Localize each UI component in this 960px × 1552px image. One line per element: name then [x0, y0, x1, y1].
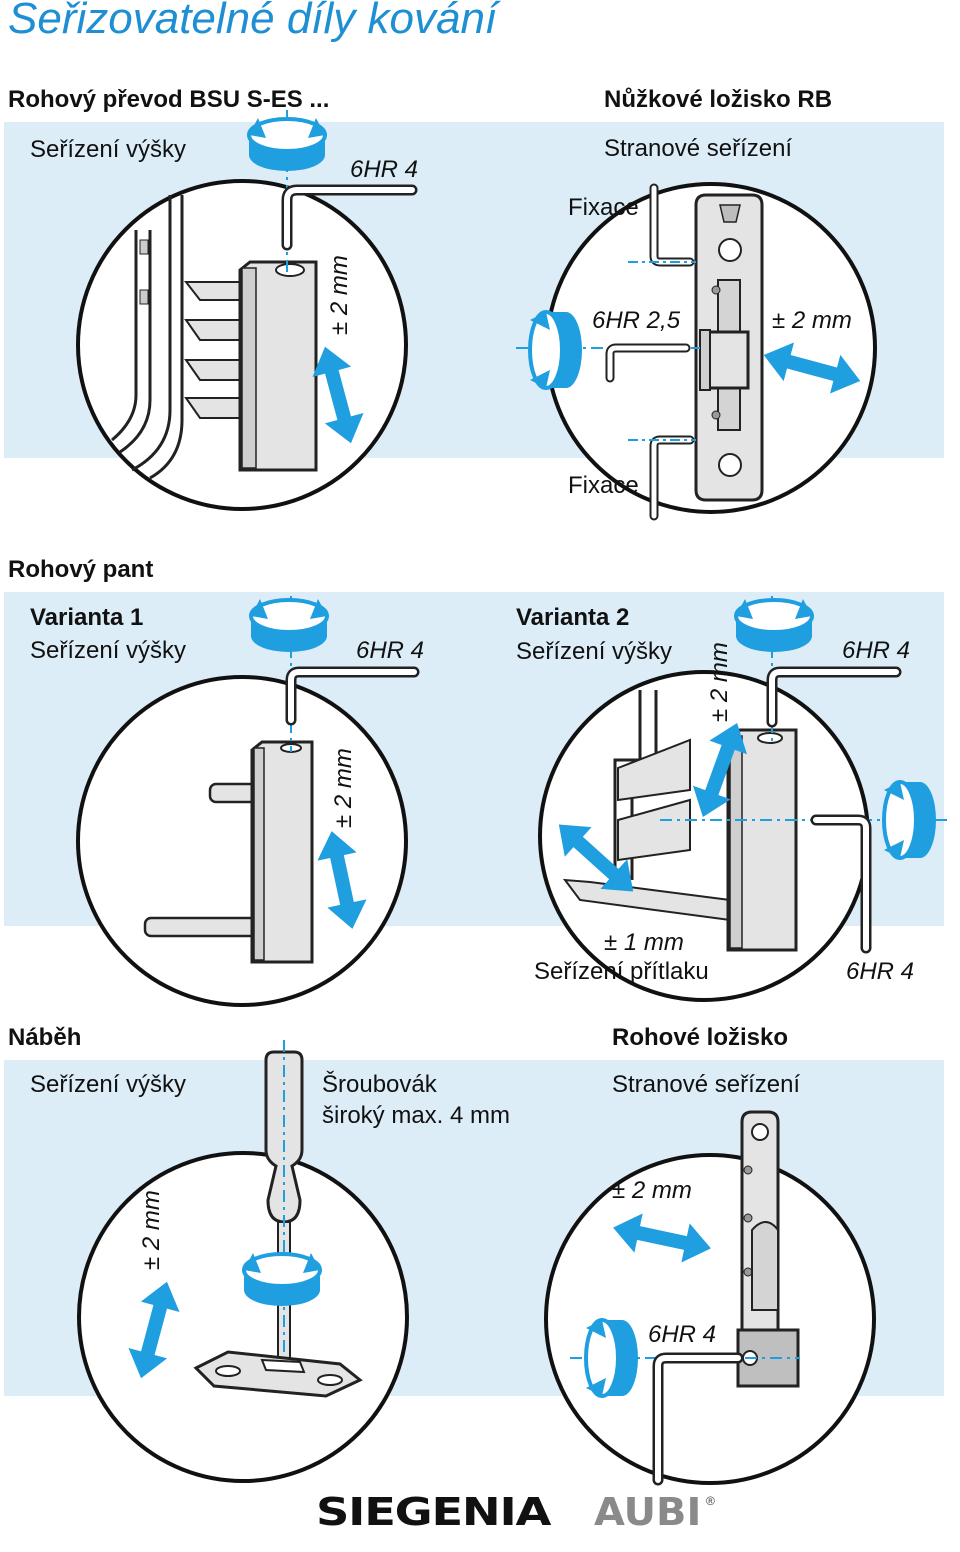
- logo-registered: ®: [706, 1494, 715, 1508]
- siegenia-aubi-logo: SIEGENIA AUBI ®: [316, 1490, 736, 1550]
- variant1-tool-label: 6HR 4: [356, 637, 425, 664]
- rb-adjust-label: Stranové seřízení: [604, 135, 793, 162]
- ramp-tool-line2: široký max. 4 mm: [322, 1102, 511, 1129]
- variant2-pressure-range: ± 1 mm: [604, 929, 684, 956]
- variant1-adjust-label: Seřízení výšky: [30, 637, 187, 664]
- corner-bearing-heading: Rohové ložisko: [612, 1024, 789, 1051]
- corner-hinge-heading: Rohový pant: [8, 556, 154, 583]
- bsu-adjust-label: Seřízení výšky: [30, 136, 187, 163]
- rb-illustration: [516, 182, 877, 521]
- variant2-range-label: ± 2 mm: [706, 642, 733, 722]
- corner-bearing-range-label: ± 2 mm: [612, 1177, 692, 1204]
- bsu-tool-label: 6HR 4: [350, 156, 419, 183]
- variant2-pressure-adjust: Seřízení přítlaku: [534, 958, 709, 985]
- variant2-adjust-label: Seřízení výšky: [516, 638, 673, 665]
- ramp-tool-line1: Šroubovák: [322, 1071, 437, 1098]
- rb-range-label: ± 2 mm: [772, 307, 852, 334]
- variant2-tool-label: 6HR 4: [842, 637, 911, 664]
- variant2-pressure-tool: 6HR 4: [846, 958, 915, 985]
- ramp-illustration: [77, 1040, 409, 1483]
- corner-bearing-tool-label: 6HR 4: [648, 1321, 717, 1348]
- logo-sub-brand: AUBI: [594, 1490, 702, 1534]
- corner-bearing-adjust-label: Stranové seřízení: [612, 1071, 801, 1098]
- logo-brand: SIEGENIA: [316, 1490, 551, 1534]
- rb-fixation-top: Fixace: [568, 194, 639, 221]
- variant1-illustration: [76, 596, 420, 1007]
- ramp-heading: Náběh: [8, 1024, 82, 1051]
- variant2-name: Varianta 2: [516, 604, 630, 631]
- bsu-range-label: ± 2 mm: [326, 255, 353, 335]
- rb-fixation-bottom: Fixace: [568, 472, 639, 499]
- ramp-adjust-label: Seřízení výšky: [30, 1071, 187, 1098]
- variant2-illustration: [538, 596, 952, 1002]
- ramp-range-label: ± 2 mm: [138, 1190, 165, 1270]
- rb-heading: Nůžkové ložisko RB: [604, 86, 833, 113]
- page-title: Seřizovatelné díly kování: [8, 0, 498, 43]
- bsu-illustration: [76, 110, 418, 511]
- corner-bearing-illustration: [544, 1110, 876, 1486]
- rb-tool-label: 6HR 2,5: [592, 307, 681, 334]
- bsu-heading: Rohový převod BSU S-ES ...: [8, 86, 330, 113]
- variant1-range-label: ± 2 mm: [330, 748, 357, 828]
- variant1-name: Varianta 1: [30, 604, 144, 631]
